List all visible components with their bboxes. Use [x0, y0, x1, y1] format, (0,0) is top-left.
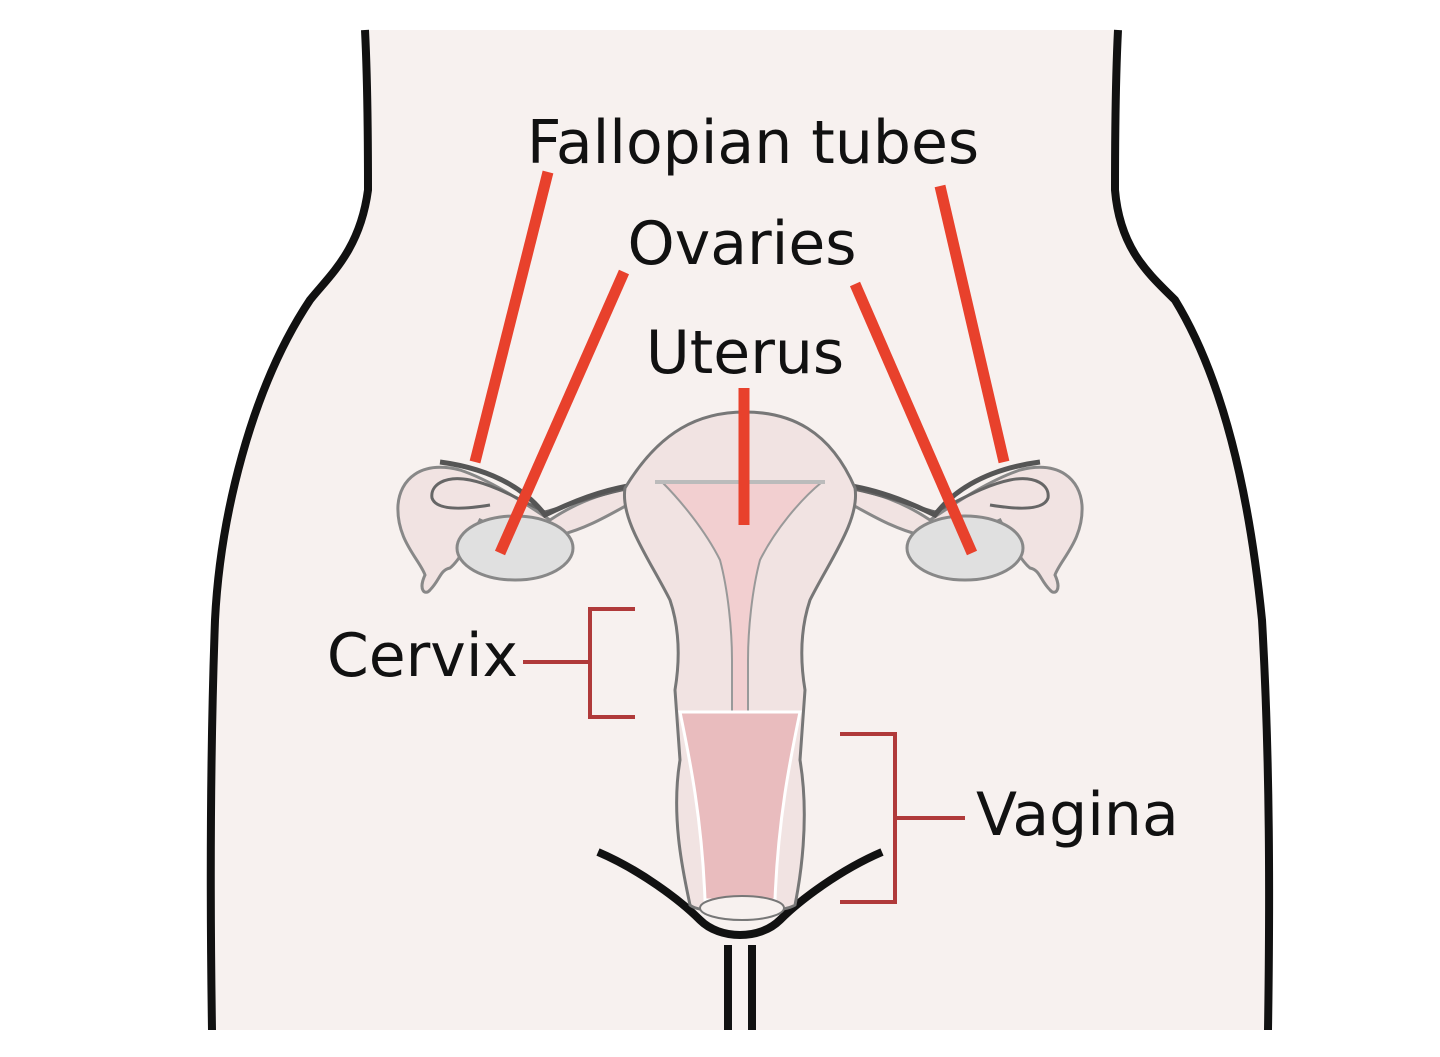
- uterus-cavity: [659, 481, 825, 716]
- body-outline-right: [1110, 29, 1274, 1031]
- leader-line-fallopian-left: [469, 170, 554, 464]
- vagina-bracket: [840, 732, 965, 904]
- label-uterus: Uterus: [646, 318, 844, 388]
- label-cervix: Cervix: [327, 621, 518, 691]
- groin-line: [596, 848, 884, 939]
- body-outline-left: [206, 29, 373, 1031]
- label-fallopian-tubes: Fallopian tubes: [527, 108, 979, 178]
- label-vagina: Vagina: [976, 780, 1179, 850]
- vaginal-opening: [699, 895, 785, 921]
- leader-line-ovary-right: [849, 281, 978, 556]
- fallopian-tube-left-dark: [439, 459, 656, 519]
- label-ovaries: Ovaries: [627, 209, 856, 279]
- fallopian-tube-right-dark: [824, 459, 1041, 519]
- leader-line-fallopian-right: [934, 184, 1010, 464]
- leader-line-ovary-left: [494, 269, 630, 556]
- cervix-bracket: [523, 607, 635, 719]
